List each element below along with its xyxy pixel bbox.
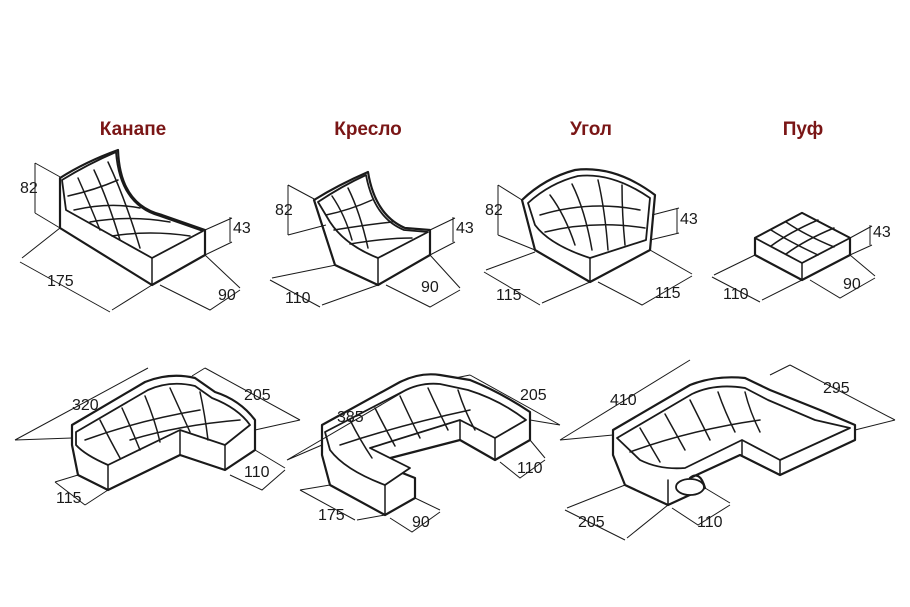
ugol-drawing: [520, 168, 657, 284]
set-1-depth-b: 110: [244, 464, 270, 481]
kreslo-depth: 90: [421, 279, 439, 296]
puf-drawing: [753, 211, 852, 282]
set-2-width: 385: [337, 409, 364, 426]
set-3-corner-seat: [675, 478, 705, 496]
set-1-drawing: [70, 374, 257, 492]
kanape-seat: 43: [233, 220, 251, 237]
title-puf: Пуф: [783, 119, 824, 140]
set-1-depth-a: 115: [56, 490, 82, 507]
ugol-length: 115: [496, 287, 522, 304]
kanape-depth: 90: [218, 287, 236, 304]
kanape-height: 82: [20, 180, 38, 197]
set-2-dimensions: 385 205 175 90 110: [286, 374, 561, 533]
ugol-height: 82: [485, 202, 503, 219]
kreslo-height: 82: [275, 202, 293, 219]
set-3-width: 410: [610, 392, 637, 409]
puf-length: 110: [723, 286, 749, 303]
puf-dimensions: 43 110 90: [711, 224, 891, 303]
set-2-side: 205: [520, 387, 547, 404]
set-3-dimensions: 410 295 205 110: [559, 359, 896, 541]
set-3-drawing: [611, 376, 857, 507]
kreslo-length: 110: [285, 290, 311, 307]
title-kanape: Канапе: [100, 119, 166, 140]
puf-depth: 90: [843, 276, 861, 293]
set-1-dimensions: 320 205 115 110: [14, 367, 301, 507]
kreslo-dimensions: 82 43 110 90: [269, 184, 474, 308]
ugol-dimensions: 82 43 115 115: [483, 184, 698, 306]
ugol-depth: 115: [655, 285, 681, 302]
set-3-side: 295: [823, 380, 850, 397]
kreslo-seat: 43: [456, 220, 474, 237]
set-1-side: 205: [244, 387, 271, 404]
set-2-depth-a: 175: [318, 507, 345, 524]
set-3-depth-b: 110: [697, 514, 723, 531]
kanape-dimensions: 82 43 175 90: [19, 162, 251, 313]
kreslo-drawing: [312, 170, 432, 287]
set-2-depth-b: 90: [412, 514, 430, 531]
title-kreslo: Кресло: [334, 119, 402, 140]
kanape-drawing: [58, 148, 207, 287]
set-2-drawing: [320, 373, 532, 517]
set-3-depth-a: 205: [578, 514, 605, 531]
kanape-length: 175: [47, 273, 74, 290]
puf-seat: 43: [873, 224, 891, 241]
set-2-depth-c: 110: [517, 460, 543, 477]
title-ugol: Угол: [570, 119, 612, 140]
set-1-width: 320: [72, 397, 99, 414]
ugol-seat: 43: [680, 211, 698, 228]
